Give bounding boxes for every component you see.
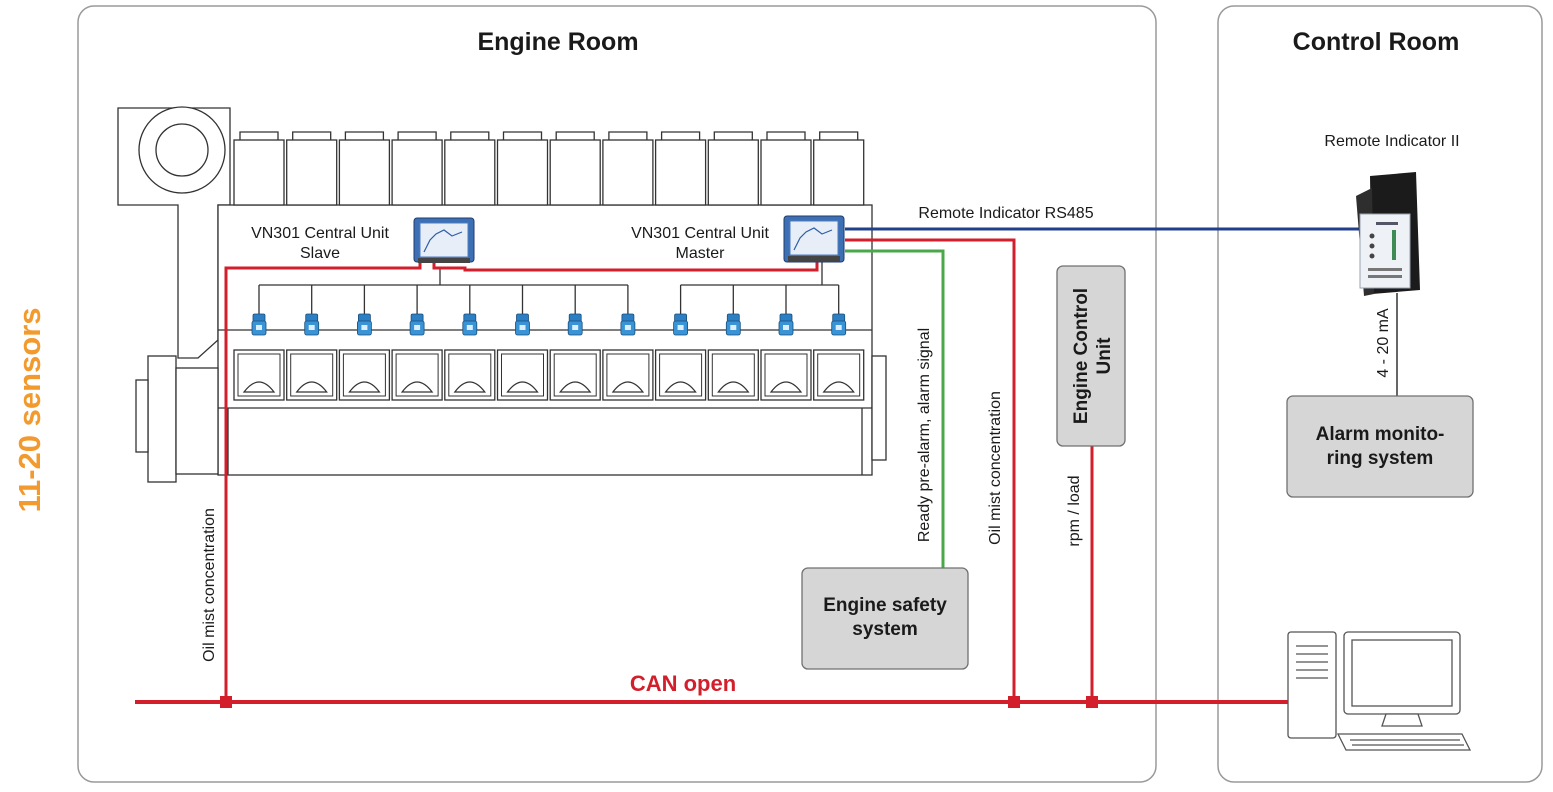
oil-mist-sensor <box>620 313 636 336</box>
control-room-title: Control Room <box>1293 28 1460 56</box>
crankcase-door-arc <box>295 381 328 393</box>
central-unit-master-label-1: VN301 Central Unit <box>631 225 769 242</box>
cylinder-head <box>549 139 601 206</box>
cylinder-head <box>391 139 443 206</box>
wiring <box>135 227 1398 708</box>
cylinder-head <box>602 139 654 206</box>
oil-mist-sensor <box>251 313 267 336</box>
engine-control-unit-box <box>1056 265 1126 447</box>
oil-mist-sensor <box>673 313 688 336</box>
cylinder-head <box>338 139 391 206</box>
cylinder-head-top <box>555 131 595 140</box>
oil-mist-right-label: Oil mist concentration <box>987 391 1004 545</box>
cylinder-head <box>233 139 285 206</box>
cylinder-head <box>286 139 338 206</box>
oil-mist-sensor <box>725 313 741 336</box>
cylinder-head <box>444 139 496 206</box>
cylinder-head-top <box>660 131 701 140</box>
central-unit-slave-label-2: Slave <box>300 245 340 262</box>
crankcase-doors <box>233 349 865 401</box>
cylinder-head-top <box>239 131 279 140</box>
crankcase-door-arc <box>400 381 434 393</box>
crankcase-door-arc <box>769 381 803 393</box>
rpm-load-label: rpm / load <box>1066 475 1083 546</box>
remote-indicator-ii-label: Remote Indicator II <box>1324 133 1459 150</box>
crankcase-door-arc <box>611 381 645 393</box>
crankcase-door-arc <box>664 381 697 393</box>
crankcase-door-arc <box>822 381 855 393</box>
alarm-monitoring-label-2: ring system <box>1327 448 1434 469</box>
cylinder-head-top <box>819 131 859 140</box>
cylinder-head <box>496 139 549 206</box>
oil-mist-sensors <box>251 313 847 336</box>
central-unit-slave-label-1: VN301 Central Unit <box>251 225 389 242</box>
central-unit-master-label-2: Master <box>676 245 726 262</box>
alarm-monitoring-box <box>1286 395 1474 498</box>
can-junction-2 <box>1008 696 1020 708</box>
oil-mist-sensor <box>778 313 794 336</box>
computer-icon <box>1287 631 1472 751</box>
cylinder-heads <box>233 131 865 206</box>
master-can-drop <box>845 238 1016 702</box>
cylinder-head <box>760 139 812 206</box>
ready-signal-label: Ready pre-alarm, alarm signal <box>916 328 933 542</box>
cylinder-head-top <box>450 131 490 140</box>
cylinder-head-top <box>344 131 385 140</box>
slave-can-drop <box>224 262 422 702</box>
cylinder-head-top <box>608 131 648 140</box>
slave-master-link <box>432 262 819 272</box>
cylinder-head <box>654 139 707 206</box>
can-open-label: CAN open <box>630 671 736 696</box>
current-loop-label: 4 - 20 mA <box>1375 308 1392 378</box>
crankcase-door-arc <box>348 381 381 393</box>
sensors-count-label: 11-20 sensors <box>12 307 47 512</box>
cylinder-head-top <box>502 131 543 140</box>
crankcase-door-arc <box>242 381 276 393</box>
oil-mist-left-label: Oil mist concentration <box>201 508 218 662</box>
oil-mist-sensor <box>304 313 320 336</box>
can-junction-1 <box>220 696 232 708</box>
crankcase-door-inner <box>342 353 386 397</box>
can-junction-3 <box>1086 696 1098 708</box>
crankcase-door-arc <box>506 381 539 393</box>
slave-sensor-bus <box>259 268 628 286</box>
crankcase-door-inner <box>553 353 597 397</box>
oil-mist-sensor <box>462 313 478 336</box>
engine-control-unit-label-2: Unit <box>1094 337 1115 375</box>
cylinder-head-top <box>292 131 332 140</box>
engine-safety-label-1: Engine safety <box>823 595 947 616</box>
cylinder-head-top <box>713 131 753 140</box>
engine-safety-box <box>801 567 969 670</box>
remote-indicator-ii-device <box>1356 172 1420 296</box>
crankcase-door-arc <box>453 381 487 393</box>
engine-room-title: Engine Room <box>477 28 638 56</box>
alarm-monitoring-label-1: Alarm monito- <box>1316 424 1445 445</box>
engine-room-frame <box>77 5 1157 783</box>
cylinder-head <box>707 139 759 206</box>
crankcase-door-arc <box>558 381 592 393</box>
cylinder-head-top <box>766 131 806 140</box>
oil-mist-sensor <box>409 313 425 336</box>
engine-control-unit-label-1: Engine Control <box>1071 288 1092 424</box>
cylinder-head <box>813 139 865 206</box>
crankcase-door-arc <box>717 381 750 393</box>
oil-mist-sensor <box>831 313 847 336</box>
oil-mist-sensor <box>356 313 372 336</box>
oil-mist-sensor <box>567 313 583 336</box>
control-room-frame <box>1217 5 1543 783</box>
central-unit-slave-device <box>413 217 475 263</box>
cylinder-head-top <box>397 131 437 140</box>
oil-mist-sensor <box>515 313 530 336</box>
central-unit-master-device <box>783 215 845 263</box>
engine-illustration <box>117 106 887 483</box>
safety-signal-line <box>845 249 945 568</box>
rs485-label: Remote Indicator RS485 <box>918 205 1093 222</box>
engine-safety-label-2: system <box>852 619 918 640</box>
